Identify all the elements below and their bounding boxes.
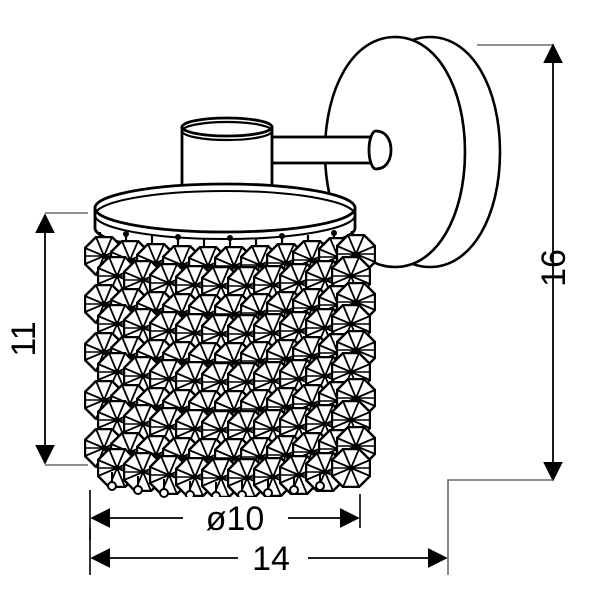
dimension-shade-height: 11	[5, 212, 88, 466]
dimension-label-14: 14	[252, 540, 290, 578]
wall-plate	[323, 35, 502, 269]
dimension-height-overall: 16	[477, 43, 573, 482]
shade-top-dots	[123, 230, 337, 241]
label-backdrop	[238, 537, 308, 579]
shade-top-plate	[93, 182, 357, 254]
crystal-shade-body	[84, 230, 376, 501]
dimension-label-diameter-10: ø10	[206, 500, 265, 538]
dimension-label-16: 16	[535, 249, 573, 287]
dimension-label-11: 11	[5, 321, 43, 356]
stepped-extension-line	[447, 479, 553, 575]
label-backdrop	[183, 497, 288, 539]
dimension-projection: 14	[89, 528, 448, 579]
dimension-shade-diameter: ø10	[89, 490, 361, 540]
